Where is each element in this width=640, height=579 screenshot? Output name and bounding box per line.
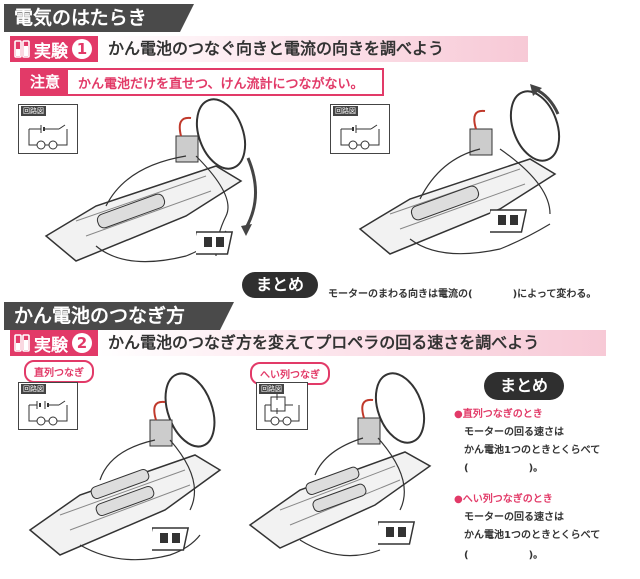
experiment1-title: かん電池のつなぐ向きと電流の向きを調べよう [98, 36, 528, 62]
circuit-label: 回路図 [21, 106, 46, 116]
beaker-icon [14, 334, 30, 352]
galvanometer-icon [196, 231, 234, 255]
summary1-pill: まとめ [242, 272, 318, 298]
summary2-parallel-line3: ( )。 [464, 550, 544, 561]
caution-box: 注意 かん電池だけを直せつ、けん流計につながない。 [20, 68, 384, 96]
circuit-diagram-right: 回路図 [330, 104, 390, 154]
experiment2-row: 実験 2 かん電池のつなぎ方を変えてプロペラの回る速さを調べよう [10, 330, 606, 356]
section1-title: 電気のはたらき [14, 7, 147, 29]
summary2-parallel-head: ●へい列つなぎのとき [454, 494, 553, 505]
section2-header: かん電池のつなぎ方 [4, 302, 234, 330]
summary2-parallel-line1: モーターの回る速さは [464, 512, 564, 523]
beaker-icon [14, 40, 30, 58]
galvanometer-icon [152, 527, 190, 551]
experiment2-label: 実験 [34, 335, 68, 356]
caution-tag: 注意 [22, 70, 69, 94]
summary2-series-line3: ( )。 [464, 463, 544, 474]
circuit-label: 回路図 [21, 384, 46, 394]
apparatus-illustration-1b [358, 84, 561, 255]
circuit-label: 回路図 [259, 384, 284, 394]
summary2-series-line1: モーターの回る速さは [464, 427, 564, 438]
summary2-parallel-line2: かん電池1つのときとくらべて [464, 530, 601, 541]
circuit-diagram-parallel: 回路図 [256, 382, 308, 430]
galvanometer-icon [490, 209, 528, 233]
summary1-text: モーターのまわる向きは電流の( )によって変わる。 [328, 289, 597, 300]
summary2-series-line2: かん電池1つのときとくらべて [464, 445, 601, 456]
circuit-diagram-left: 回路図 [18, 104, 78, 154]
experiment1-badge: 実験 1 [10, 36, 98, 62]
circuit-symbol-icon [28, 124, 68, 150]
section1-header: 電気のはたらき [4, 4, 194, 32]
circuit-symbol-icon [264, 394, 300, 426]
experiment1-row: 実験 1 かん電池のつなぐ向きと電流の向きを調べよう [10, 36, 528, 62]
galvanometer-icon [378, 521, 416, 545]
experiment1-number: 1 [72, 39, 92, 59]
experiment2-number: 2 [72, 333, 92, 353]
section2-title: かん電池のつなぎ方 [14, 305, 186, 327]
apparatus-illustration-2b [248, 372, 432, 557]
caution-text: かん電池だけを直せつ、けん流計につながない。 [78, 76, 364, 92]
summary2-pill: まとめ [484, 372, 564, 400]
circuit-label: 回路図 [333, 106, 358, 116]
circuit-diagram-series: 回路図 [18, 382, 78, 430]
summary2-series-head: ●直列つなぎのとき [454, 409, 543, 420]
apparatus-illustration-2a [28, 372, 222, 561]
circuit-symbol-icon [340, 124, 380, 150]
experiment2-title: かん電池のつなぎ方を変えてプロペラの回る速さを調べよう [98, 330, 606, 356]
experiment1-label: 実験 [34, 41, 68, 62]
circuit-symbol-icon [28, 400, 68, 426]
experiment2-badge: 実験 2 [10, 330, 98, 356]
apparatus-illustration-1a [44, 98, 258, 263]
